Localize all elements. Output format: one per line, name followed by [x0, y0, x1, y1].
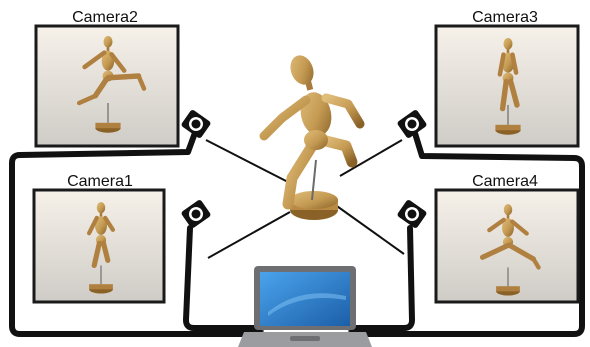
cable-camera4: [347, 225, 415, 331]
camera2-label: Camera2: [72, 9, 138, 26]
laptop-icon: [238, 266, 372, 347]
camera3-icon: [397, 110, 427, 138]
mannequin-running: [76, 35, 147, 134]
camera3-view: [434, 24, 580, 148]
camera1-view: [32, 188, 166, 304]
mannequin-side: [479, 203, 541, 297]
central-mannequin: [259, 55, 365, 220]
cable-camera2: [9, 127, 265, 337]
mannequin-walking: [494, 37, 522, 136]
mannequin-front: [86, 201, 116, 295]
cable-network: [9, 127, 585, 337]
cable-camera1: [183, 225, 265, 331]
camera3-label: Camera3: [472, 9, 538, 26]
camera1-icon: [181, 200, 211, 228]
camera-sight-lines: [205, 139, 405, 259]
camera4-view: [434, 188, 580, 304]
camera2-view: [34, 24, 180, 148]
camera1-label: Camera1: [67, 173, 133, 190]
camera2-icon: [181, 110, 211, 138]
camera4-icon: [397, 200, 427, 228]
camera4-label: Camera4: [472, 173, 538, 190]
cable-camera3: [347, 127, 585, 337]
